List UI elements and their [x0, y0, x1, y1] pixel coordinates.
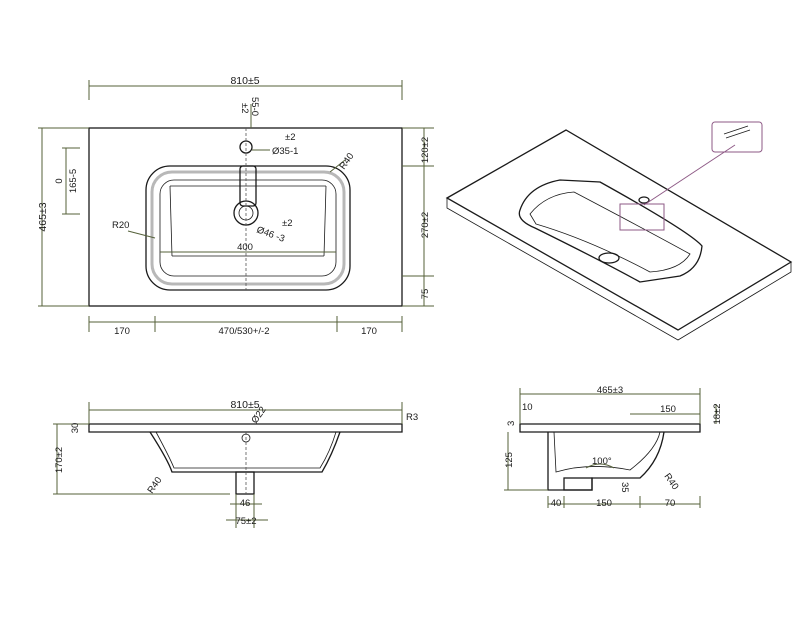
- label-tap-dia-tol: ±2: [285, 132, 296, 143]
- label-bottom-mid: 470/530+/-2: [219, 326, 270, 337]
- front-view: 810±5 170±2 30 Ø22 R3 R40 46 75±2: [53, 399, 418, 528]
- side-slab: [519, 423, 701, 433]
- label-front-height: 170±2: [54, 447, 65, 473]
- label-front-r3: R3: [406, 412, 418, 423]
- label-tap-offset-tol: ±2: [239, 103, 250, 114]
- iso-slab-edge: [446, 198, 792, 341]
- label-bottom-right: 170: [361, 326, 377, 337]
- label-left-offset: 165-5: [68, 169, 79, 193]
- side-view: 465±3 10 150 18±2 3 125 100° 35 R40 40 1…: [504, 385, 723, 509]
- dim-waste: [226, 494, 268, 528]
- iso-drain: [598, 252, 620, 264]
- dim-bottom: [88, 316, 403, 332]
- label-side-depth: 465±3: [597, 385, 623, 396]
- side-bowl-inner: [553, 431, 661, 473]
- label-tap-dia: Ø35-1: [272, 146, 298, 157]
- detail-slot: [723, 125, 751, 139]
- front-bowl: [149, 431, 341, 473]
- front-bowl-inner: [155, 431, 337, 469]
- label-side-lip: 18±2: [712, 403, 723, 424]
- label-side-r40: R40: [662, 471, 681, 492]
- label-radius-r40: R40: [337, 151, 356, 172]
- detail-connector: [643, 144, 736, 206]
- label-side-bottom-left: 40: [551, 498, 562, 509]
- label-tap-offset: 55-0: [249, 97, 260, 116]
- dim-side-bowl-height: [504, 432, 548, 491]
- front-slab: [88, 423, 403, 433]
- leader-r40: [329, 159, 346, 173]
- detail-zoom-box: [711, 121, 763, 153]
- label-side-slab: 3: [506, 421, 517, 426]
- bowl-inner: [159, 179, 337, 277]
- label-front-r40: R40: [145, 475, 164, 496]
- label-side-bowl-height: 125: [504, 452, 515, 468]
- dim-overall-width: [88, 80, 403, 100]
- front-waste: [235, 471, 255, 495]
- label-overall-depth: 465±3: [37, 202, 49, 231]
- tap-hole: [239, 140, 253, 154]
- label-side-bottom-mid: 150: [596, 498, 612, 509]
- label-front-width: 810±5: [230, 399, 259, 411]
- iso-bowl-rim: [518, 179, 703, 283]
- label-side-front: 150: [660, 404, 676, 415]
- label-drain-dia-tol: ±2: [282, 218, 293, 229]
- label-front-thickness: 30: [70, 423, 81, 434]
- label-right-mid: 270±2: [420, 212, 431, 238]
- label-waste-width: 46: [240, 498, 251, 509]
- label-side-angle: 100°: [592, 456, 612, 467]
- label-radius-r20: R20: [112, 220, 129, 231]
- iso-tap-hole: [638, 196, 650, 204]
- front-drain: [241, 433, 251, 443]
- label-bowl-inner: 400: [237, 242, 253, 253]
- dim-side-bottom: [547, 496, 701, 508]
- bowl-floor: [169, 185, 327, 257]
- bowl-rim: [150, 170, 346, 286]
- label-right-bottom: 75: [420, 289, 431, 300]
- side-waste: [563, 477, 593, 491]
- label-overall-width: 810±5: [230, 75, 259, 87]
- label-left-offset-top: 0: [54, 178, 65, 183]
- label-side-bottom-right: 70: [665, 498, 676, 509]
- iso-bowl-inner: [529, 191, 691, 273]
- leader-r20: [127, 230, 156, 239]
- dim-side-angle: [585, 463, 615, 469]
- dim-right-side: [402, 127, 434, 307]
- dim-side-depth: [519, 388, 701, 424]
- label-bottom-left: 170: [114, 326, 130, 337]
- top-view: 810±5 ±2 55-0 ±2 Ø35-1 465±3 0 165-5 R40…: [37, 75, 434, 337]
- slab-outline: [88, 127, 403, 307]
- dim-left-offset: [62, 147, 80, 215]
- dim-front-height: [53, 423, 230, 495]
- label-waste-outer: 75±2: [235, 516, 256, 527]
- label-side-back-edge: 10: [522, 402, 533, 413]
- dim-front-width: [88, 402, 403, 424]
- isometric-view: [445, 121, 793, 341]
- label-right-top: 120±2: [420, 137, 431, 163]
- dim-overall-depth: [38, 127, 89, 307]
- iso-slab-top: [445, 129, 793, 331]
- label-side-waste: 35: [619, 482, 630, 493]
- bowl-outer: [145, 165, 351, 291]
- detail-highlight-box: [619, 203, 665, 231]
